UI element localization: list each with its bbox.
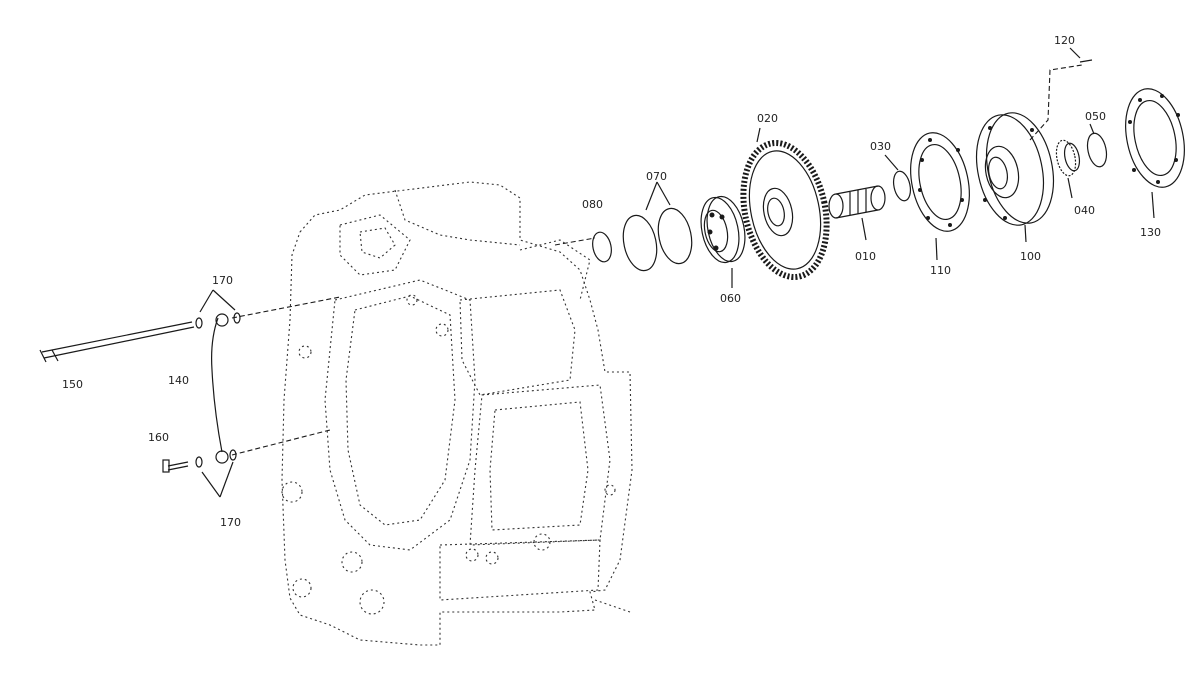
label-160: 160 [148, 431, 169, 444]
part-130-gasket [1125, 88, 1185, 219]
label-130: 130 [1140, 226, 1161, 239]
label-110: 110 [930, 264, 951, 277]
label-170-bottom: 170 [220, 516, 241, 529]
part-170-washers [195, 289, 241, 498]
label-140: 140 [168, 374, 189, 387]
part-030-ring [884, 154, 912, 202]
part-120-screw [1069, 47, 1093, 63]
part-100-cover [976, 112, 1054, 243]
part-140-link-rod [211, 313, 229, 464]
part-050-ring [1086, 123, 1108, 168]
label-120: 120 [1054, 34, 1075, 47]
part-010-shaft [828, 185, 886, 241]
label-100: 100 [1020, 250, 1041, 263]
part-070-shims [622, 181, 693, 272]
part-150-long-bolt [39, 321, 195, 363]
assembly-lines [231, 64, 1083, 456]
label-070: 070 [646, 170, 667, 183]
label-050: 050 [1085, 110, 1106, 123]
part-020-gear [740, 127, 830, 281]
part-110-gasket [910, 132, 970, 261]
label-060: 060 [720, 292, 741, 305]
transmission-housing [281, 181, 633, 646]
label-010: 010 [855, 250, 876, 263]
label-030: 030 [870, 140, 891, 153]
label-170-top: 170 [212, 274, 233, 287]
label-080: 080 [582, 198, 603, 211]
label-040: 040 [1074, 204, 1095, 217]
label-150: 150 [62, 378, 83, 391]
part-060-bearing [700, 195, 746, 288]
part-080-snap-ring [592, 231, 612, 263]
part-labels: 010 020 030 040 050 060 070 080 100 110 … [62, 34, 1161, 529]
part-160-small-bolt [162, 459, 189, 473]
label-020: 020 [757, 112, 778, 125]
part-040-bearing [1055, 139, 1081, 199]
